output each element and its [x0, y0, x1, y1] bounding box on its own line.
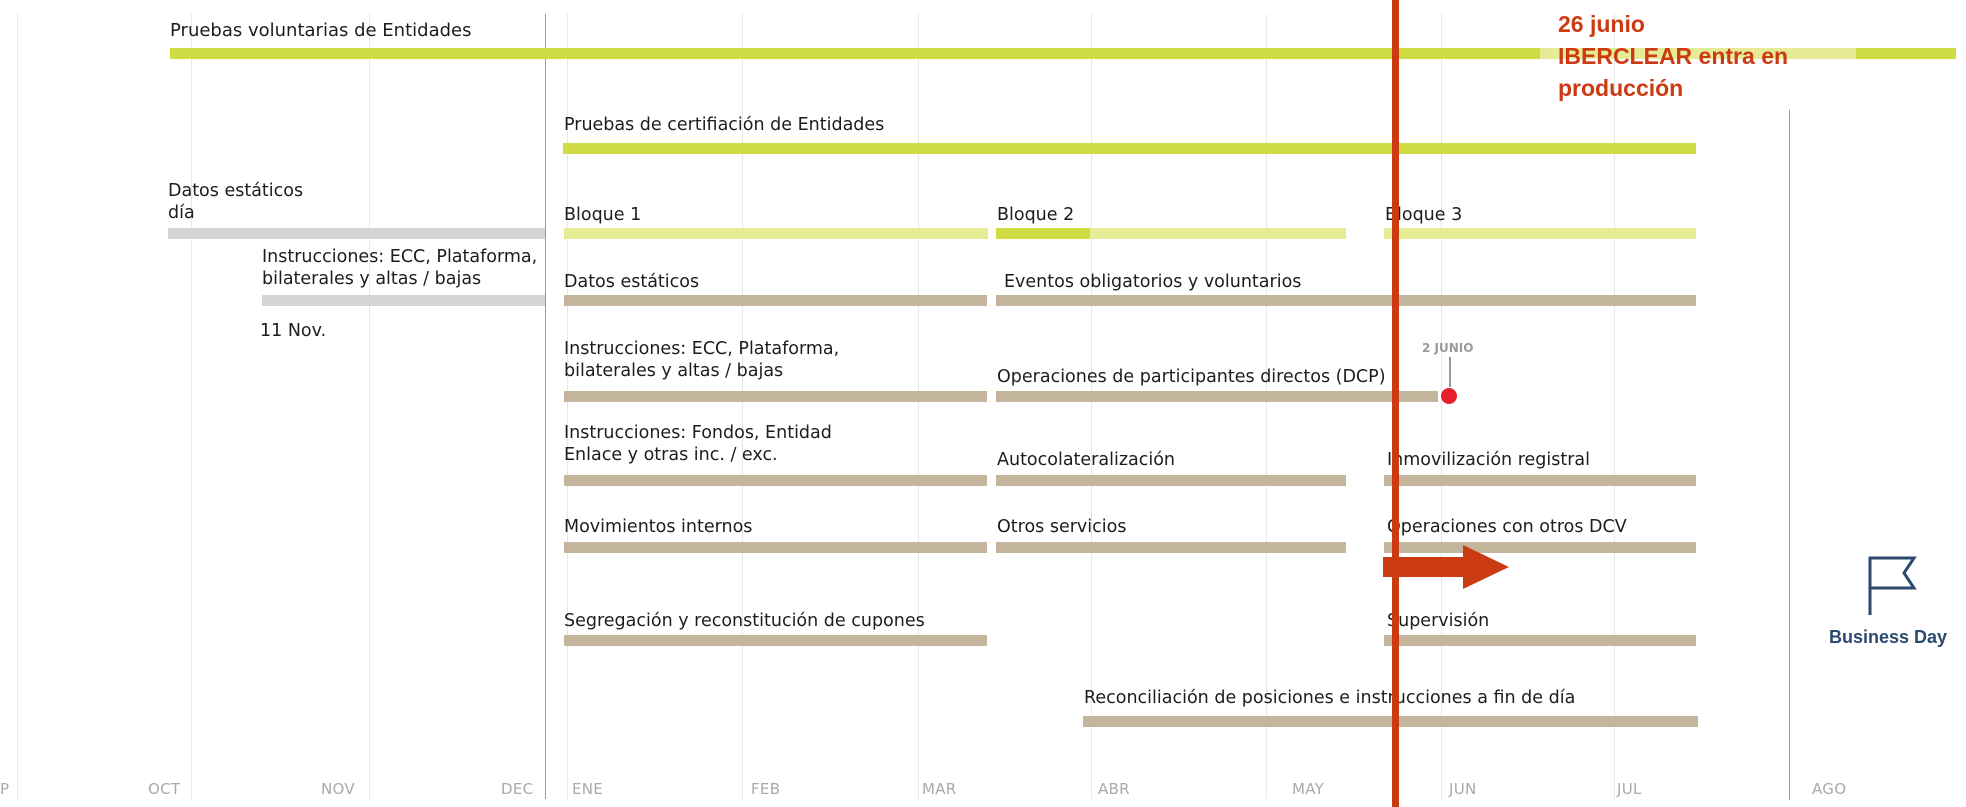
arrow-right-icon [1383, 545, 1509, 589]
gridline [742, 14, 743, 799]
row-label-bloque2: Bloque 2 [997, 205, 1075, 225]
gridline [1789, 110, 1790, 800]
row-label-instrucciones-2: bilaterales y altas / bajas [564, 361, 784, 381]
bar-bloque3 [1384, 228, 1696, 239]
gridline [1266, 14, 1267, 799]
row-label-datos-dia: Datos estáticos [168, 181, 304, 201]
bar-voluntarias [170, 48, 1540, 59]
gridline [17, 14, 18, 799]
business-day: Business Day [1812, 553, 1964, 648]
gridline [1614, 14, 1615, 799]
bar-operaciones-dcv [1384, 542, 1696, 553]
row-label-instrucciones-pre-2: bilaterales y altas / bajas [262, 269, 482, 289]
date-label-11-nov: 11 Nov. [260, 321, 327, 341]
bar-voluntarias-faded [1540, 48, 1856, 59]
month-label: MAY [1292, 780, 1325, 798]
row-label-operaciones-dcv: Operaciones con otros DCV [1387, 517, 1627, 537]
row-label-datos-dia-2: día [168, 203, 195, 223]
row-label-movimientos: Movimientos internos [564, 517, 753, 537]
gridline [567, 14, 568, 799]
gridline [191, 14, 192, 799]
milestone-label: 2 JUNIO [1422, 341, 1474, 355]
milestone-dot [1441, 388, 1457, 404]
row-label-bloque1: Bloque 1 [564, 205, 642, 225]
row-label-fondos-2: Enlace y otras inc. / exc. [564, 445, 778, 465]
bar-certificacion [563, 143, 1696, 154]
row-label-certificacion: Pruebas de certifiación de Entidades [564, 115, 885, 135]
annotation-line-3: producción [1558, 75, 1684, 101]
month-label: OCT [148, 780, 181, 798]
month-label-cut: P [0, 780, 10, 798]
bar-bloque2-highlight [996, 228, 1090, 239]
bar-instrucciones-pre [262, 295, 545, 306]
gridline [1091, 14, 1092, 799]
row-label-inmovilizacion: Inmovilización registral [1387, 450, 1591, 470]
row-label-bloque3: Bloque 3 [1385, 205, 1463, 225]
bar-supervision [1384, 635, 1696, 646]
bar-inmovilizacion [1384, 475, 1696, 486]
gridline [1441, 14, 1442, 799]
bar-movimientos [564, 542, 987, 553]
row-label-reconciliacion: Reconciliación de posiciones e instrucci… [1084, 688, 1576, 708]
month-label: NOV [321, 780, 355, 798]
bar-datos-estaticos [564, 295, 987, 306]
month-label: FEB [751, 780, 781, 798]
business-day-label: Business Day [1828, 627, 1948, 647]
milestone-stem [1449, 357, 1451, 387]
row-label-fondos: Instrucciones: Fondos, Entidad [564, 423, 832, 443]
month-label: DEC [501, 780, 534, 798]
bar-eventos [996, 295, 1696, 306]
bar-bloque2 [996, 228, 1346, 239]
row-label-instrucciones-pre: Instrucciones: ECC, Plataforma, [262, 247, 538, 267]
bar-instrucciones [564, 391, 987, 402]
row-label-supervision: Supervisión [1387, 611, 1490, 631]
bar-bloque1 [564, 228, 988, 239]
gridline [918, 14, 919, 799]
row-label-datos-estaticos: Datos estáticos [564, 272, 700, 292]
bar-autocolateralizacion [996, 475, 1346, 486]
bar-datos-dia [168, 228, 545, 239]
row-label-voluntarias: Pruebas voluntarias de Entidades [170, 20, 472, 41]
bar-voluntarias-tail [1856, 48, 1956, 59]
go-live-annotation: 26 junio IBERCLEAR entra en producción [1558, 8, 1788, 104]
row-label-otros-servicios: Otros servicios [997, 517, 1127, 537]
bar-reconciliacion [1083, 716, 1698, 727]
gridline [369, 14, 370, 799]
bar-operaciones-dcp [996, 391, 1438, 402]
month-label: AGO [1812, 780, 1847, 798]
month-label: JUL [1617, 780, 1642, 798]
month-label: ABR [1098, 780, 1130, 798]
annotation-line-1: 26 junio [1558, 11, 1645, 37]
row-label-segregacion: Segregación y reconstitución de cupones [564, 611, 925, 631]
row-label-eventos: Eventos obligatorios y voluntarios [1004, 272, 1302, 292]
bar-otros-servicios [996, 542, 1346, 553]
row-label-operaciones-dcp: Operaciones de participantes directos (D… [997, 367, 1386, 387]
gridline [545, 14, 546, 799]
month-label: JUN [1449, 780, 1477, 798]
row-label-instrucciones: Instrucciones: ECC, Plataforma, [564, 339, 840, 359]
flag-icon [1868, 556, 1917, 615]
row-label-autocolateralizacion: Autocolateralización [997, 450, 1176, 470]
month-label: MAR [922, 780, 957, 798]
bar-fondos [564, 475, 987, 486]
go-live-line [1392, 0, 1399, 807]
annotation-line-2: IBERCLEAR entra en [1558, 43, 1789, 69]
month-label: ENE [572, 780, 604, 798]
bar-segregacion [564, 635, 987, 646]
